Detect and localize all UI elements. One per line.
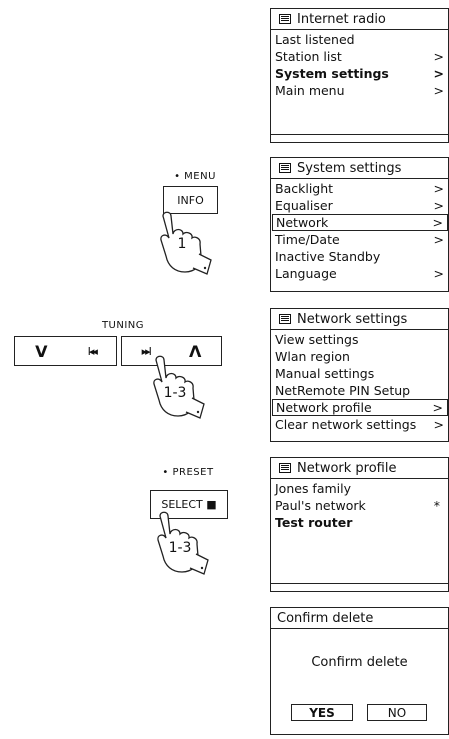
screen-title: Internet radio <box>271 9 448 30</box>
internet-radio-title: Internet radio <box>297 11 386 27</box>
menu-item-label: Equaliser <box>275 198 333 213</box>
menu-item-label: Test router <box>275 515 353 530</box>
select-step-label: 1-3 <box>168 540 192 556</box>
menu-item-label: Manual settings <box>275 366 375 381</box>
screen-title: Confirm delete <box>271 608 448 629</box>
menu-item-manual-settings[interactable]: Manual settings <box>275 365 448 382</box>
menu-item-label: Network profile <box>276 400 372 415</box>
current-network-marker: * <box>433 498 440 513</box>
menu-item-language[interactable]: Language > <box>275 265 448 282</box>
menu-item-label: Paul's network <box>275 498 366 513</box>
menu-arrow: > <box>432 400 443 415</box>
system-settings-screen: System settings Backlight > Equaliser > … <box>270 157 449 292</box>
menu-arrow: > <box>433 232 444 247</box>
screen-title: System settings <box>271 158 448 179</box>
network-settings-screen: Network settings View settings Wlan regi… <box>270 308 449 442</box>
menu-item-network-profile[interactable]: Network profile > <box>272 399 448 416</box>
menu-item-wlan-region[interactable]: Wlan region <box>275 348 448 365</box>
network-profile-screen: Network profile Jones family Paul's netw… <box>270 457 449 592</box>
menu-item-main-menu[interactable]: Main menu > <box>275 82 448 99</box>
preset-caption: • PRESET <box>162 467 214 478</box>
next-icon: ▸▸I <box>141 344 152 358</box>
menu-arrow: > <box>433 83 444 98</box>
menu-item-label: Main menu <box>275 83 345 98</box>
menu-item-test-router[interactable]: Test router <box>275 514 448 531</box>
menu-item-clear-network-settings[interactable]: Clear network settings > <box>275 416 448 433</box>
menu-item-label: Last listened <box>275 32 355 47</box>
screen-title: Network profile <box>271 458 448 479</box>
pointing-hand-icon <box>157 511 209 575</box>
tune-down-icon: V <box>35 341 48 361</box>
next-tune-up-button[interactable]: ▸▸I Λ <box>121 336 222 366</box>
menu-item-label: Jones family <box>275 481 352 496</box>
info-button[interactable]: INFO <box>163 186 218 214</box>
info-step-label: 1 <box>177 236 187 252</box>
menu-item-jones-family[interactable]: Jones family <box>275 480 448 497</box>
menu-list-icon <box>279 163 291 173</box>
menu-item-label: View settings <box>275 332 359 347</box>
confirm-delete-message: Confirm delete <box>311 655 408 670</box>
internet-radio-screen: Internet radio Last listened Station lis… <box>270 8 449 143</box>
confirm-delete-screen: Confirm delete Confirm delete YES NO <box>270 607 449 735</box>
menu-arrow: > <box>433 417 444 432</box>
menu-arrow: > <box>432 215 443 230</box>
menu-item-label: Time/Date <box>275 232 340 247</box>
system-settings-title: System settings <box>297 160 402 176</box>
menu-list-icon <box>279 314 291 324</box>
menu-item-system-settings[interactable]: System settings > <box>275 65 448 82</box>
menu-item-label: Station list <box>275 49 342 64</box>
menu-item-network[interactable]: Network > <box>272 214 448 231</box>
menu-item-label: Clear network settings <box>275 417 417 432</box>
menu-item-label: NetRemote PIN Setup <box>275 383 411 398</box>
screen-footer-line <box>271 134 448 135</box>
menu-arrow: > <box>433 198 444 213</box>
menu-list: Jones family Paul's network * Test route… <box>271 479 448 531</box>
menu-item-label: Language <box>275 266 337 281</box>
menu-item-inactive-standby[interactable]: Inactive Standby <box>275 248 448 265</box>
menu-item-netremote-pin[interactable]: NetRemote PIN Setup <box>275 382 448 399</box>
menu-list: View settings Wlan region Manual setting… <box>271 330 448 433</box>
menu-item-label: Wlan region <box>275 349 350 364</box>
menu-list-icon <box>279 463 291 473</box>
network-settings-title: Network settings <box>297 311 408 327</box>
menu-item-last-listened[interactable]: Last listened <box>275 31 448 48</box>
menu-item-label: Backlight <box>275 181 334 196</box>
network-profile-title: Network profile <box>297 460 397 476</box>
menu-item-backlight[interactable]: Backlight > <box>275 180 448 197</box>
screen-title: Network settings <box>271 309 448 330</box>
tune-down-prev-button[interactable]: V I◂◂ <box>14 336 117 366</box>
menu-item-label: Network <box>276 215 329 230</box>
no-button[interactable]: NO <box>367 704 427 721</box>
tuning-step-label: 1-3 <box>163 385 187 401</box>
menu-item-time-date[interactable]: Time/Date > <box>275 231 448 248</box>
menu-arrow: > <box>433 181 444 196</box>
menu-item-equaliser[interactable]: Equaliser > <box>275 197 448 214</box>
menu-list: Last listened Station list > System sett… <box>271 30 448 99</box>
tuning-caption: TUNING <box>101 320 145 331</box>
menu-list-icon <box>279 14 291 24</box>
confirm-delete-title: Confirm delete <box>277 610 374 626</box>
screen-footer-line <box>271 583 448 584</box>
menu-list: Backlight > Equaliser > Network > Time/D… <box>271 179 448 282</box>
tune-up-icon: Λ <box>189 341 202 361</box>
menu-item-pauls-network[interactable]: Paul's network * <box>275 497 448 514</box>
menu-item-station-list[interactable]: Station list > <box>275 48 448 65</box>
menu-arrow: > <box>433 49 444 64</box>
yes-button[interactable]: YES <box>291 704 353 721</box>
menu-item-label: System settings <box>275 66 389 81</box>
menu-item-view-settings[interactable]: View settings <box>275 331 448 348</box>
menu-arrow: > <box>433 66 444 81</box>
menu-item-label: Inactive Standby <box>275 249 381 264</box>
previous-icon: I◂◂ <box>87 344 98 358</box>
pointing-hand-icon <box>153 355 205 419</box>
pointing-hand-icon <box>160 211 212 275</box>
menu-caption: • MENU <box>174 171 216 182</box>
menu-arrow: > <box>433 266 444 281</box>
